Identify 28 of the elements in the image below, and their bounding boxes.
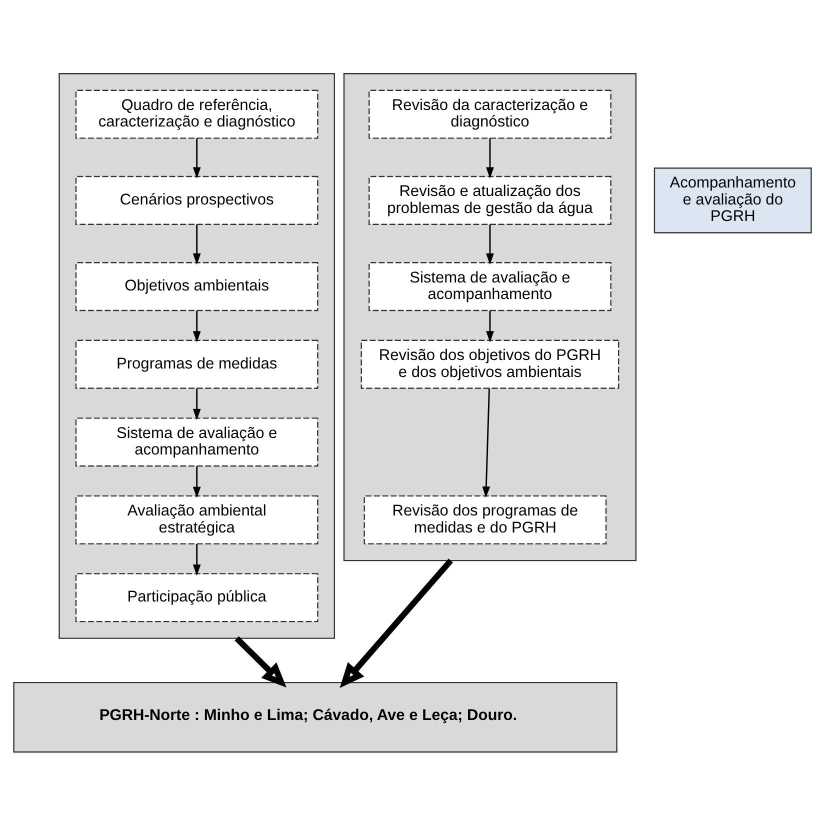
arrow xyxy=(192,388,200,420)
arrow xyxy=(482,388,490,498)
node-box: Revisão dos objetivos do PGRH e dos objetivos ambientais xyxy=(360,340,619,389)
node-box: Avaliação ambiental estratégica xyxy=(74,495,318,544)
arrow xyxy=(339,558,453,688)
node-box: Sistema de avaliação e acompanhamento xyxy=(74,418,318,467)
cluster xyxy=(342,73,636,562)
node-box: Participação pública xyxy=(74,573,318,622)
node-box: Cenários prospectivos xyxy=(74,176,318,225)
node-box: Revisão e atualização dos problemas de gestão da água xyxy=(368,176,611,225)
node-box: Revisão da caracterização e diagnóstico xyxy=(368,90,611,139)
node-box: Programas de medidas xyxy=(74,340,318,389)
arrow xyxy=(486,138,494,179)
arrow xyxy=(192,466,200,498)
cluster xyxy=(58,73,335,639)
arrow xyxy=(192,224,200,265)
arrow xyxy=(192,138,200,179)
node-box: Quadro de referência, caracterização e diagnóstico xyxy=(74,90,318,139)
node-box: PGRH-Norte : Minho e Lima; Cávado, Ave e Leça; Douro. xyxy=(12,682,617,753)
node-box: Sistema de avaliação e acompanhamento xyxy=(368,262,611,312)
node-box: Objetivos ambientais xyxy=(74,262,318,312)
node-box: Acompanhamento e avaliação do PGRH xyxy=(653,168,812,234)
arrow xyxy=(486,224,494,265)
arrow xyxy=(192,310,200,342)
node-box: Revisão dos programas de medidas e do PGRH xyxy=(363,495,606,544)
arrow xyxy=(234,636,286,688)
arrow xyxy=(192,544,200,576)
arrow xyxy=(486,310,494,342)
